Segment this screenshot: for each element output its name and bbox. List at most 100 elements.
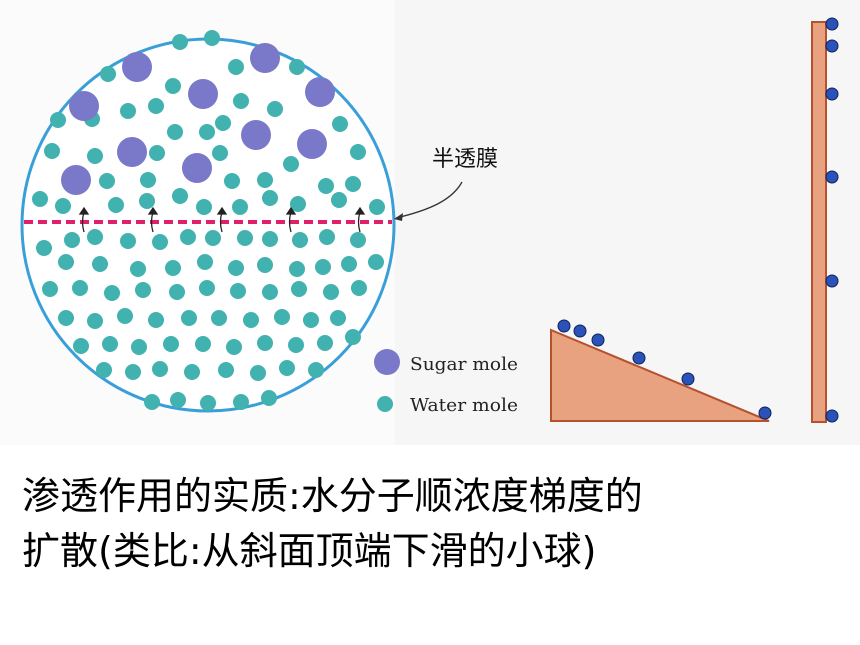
water-molecule [341,256,357,272]
water-molecule [180,229,196,245]
caption-line-1: 渗透作用的实质:水分子顺浓度梯度的 [22,474,643,518]
water-molecule [292,232,308,248]
water-molecule [125,364,141,380]
water-molecule [257,335,273,351]
water-molecule [50,112,66,128]
water-molecule [148,312,164,328]
water-molecule [172,188,188,204]
water-molecule [230,283,246,299]
water-molecule [237,230,253,246]
water-molecule [233,394,249,410]
water-molecule [199,124,215,140]
osmosis-analogy-figure: 半透膜 Sugar mole Water mole [20,17,839,423]
water-molecule [73,338,89,354]
water-molecule [274,309,290,325]
sugar-molecule [188,79,218,109]
water-molecule [144,394,160,410]
water-molecule [315,259,331,275]
water-molecule [195,336,211,352]
water-molecule [228,59,244,75]
water-molecule [87,148,103,164]
water-molecule [323,284,339,300]
water-molecule [226,339,242,355]
sugar-molecule [61,165,91,195]
water-molecule [96,362,112,378]
ball [758,406,772,420]
water-molecule [205,230,221,246]
water-molecule [211,310,227,326]
water-molecule [108,197,124,213]
incline-balls [557,319,772,420]
flux-arrow [285,206,297,233]
water-molecule [332,116,348,132]
water-molecule [319,229,335,245]
flux-arrow [78,206,90,233]
sugar-molecule [69,91,99,121]
water-molecule [262,284,278,300]
water-molecule [131,339,147,355]
ball [573,324,587,338]
legend-sugar-label: Sugar mole [410,354,518,375]
water-molecule [64,232,80,248]
water-molecule [165,78,181,94]
water-molecule [184,364,200,380]
water-molecule [262,190,278,206]
water-molecule [232,199,248,215]
water-molecule [104,285,120,301]
ball [557,319,571,333]
water-molecule [279,360,295,376]
water-molecule [120,233,136,249]
wall-balls [825,17,839,423]
water-molecule [224,173,240,189]
water-molecule [181,310,197,326]
sugar-molecule [305,77,335,107]
water-molecule [120,103,136,119]
water-molecule [317,335,333,351]
water-molecule [135,282,151,298]
water-molecule [102,336,118,352]
water-molecule [167,124,183,140]
water-molecule [290,196,306,212]
water-molecule [243,312,259,328]
water-molecule [172,34,188,50]
water-molecule [318,178,334,194]
water-molecule [58,310,74,326]
sugar-molecule [182,153,212,183]
water-molecule [199,280,215,296]
water-molecule [117,308,133,324]
water-flux-arrows [78,206,366,233]
sugar-molecule [297,129,327,159]
legend-water-label: Water mole [410,395,518,416]
ball [825,39,839,53]
ball [825,170,839,184]
ball [591,333,605,347]
membrane-pointer-head [394,213,403,221]
membrane-label: 半透膜 [432,147,498,172]
water-molecule [215,115,231,131]
water-molecule [200,395,216,411]
water-molecule [262,231,278,247]
water-molecule [261,390,277,406]
water-molecule [289,261,305,277]
water-molecule [32,191,48,207]
water-molecule [257,172,273,188]
water-molecule [170,392,186,408]
water-molecule [212,145,228,161]
water-molecule [44,143,60,159]
ball [632,351,646,365]
water-molecule [303,312,319,328]
water-molecule [368,254,384,270]
water-molecule [233,93,249,109]
water-molecule [58,254,74,270]
water-molecule [330,310,346,326]
water-molecule [283,156,299,172]
water-molecule [331,192,347,208]
water-molecule [197,254,213,270]
water-molecule [55,198,71,214]
ball [825,17,839,31]
water-molecule [100,66,116,82]
water-molecule [291,281,307,297]
sugar-molecule [241,120,271,150]
legend-sugar-swatch [374,349,400,375]
ball [681,372,695,386]
